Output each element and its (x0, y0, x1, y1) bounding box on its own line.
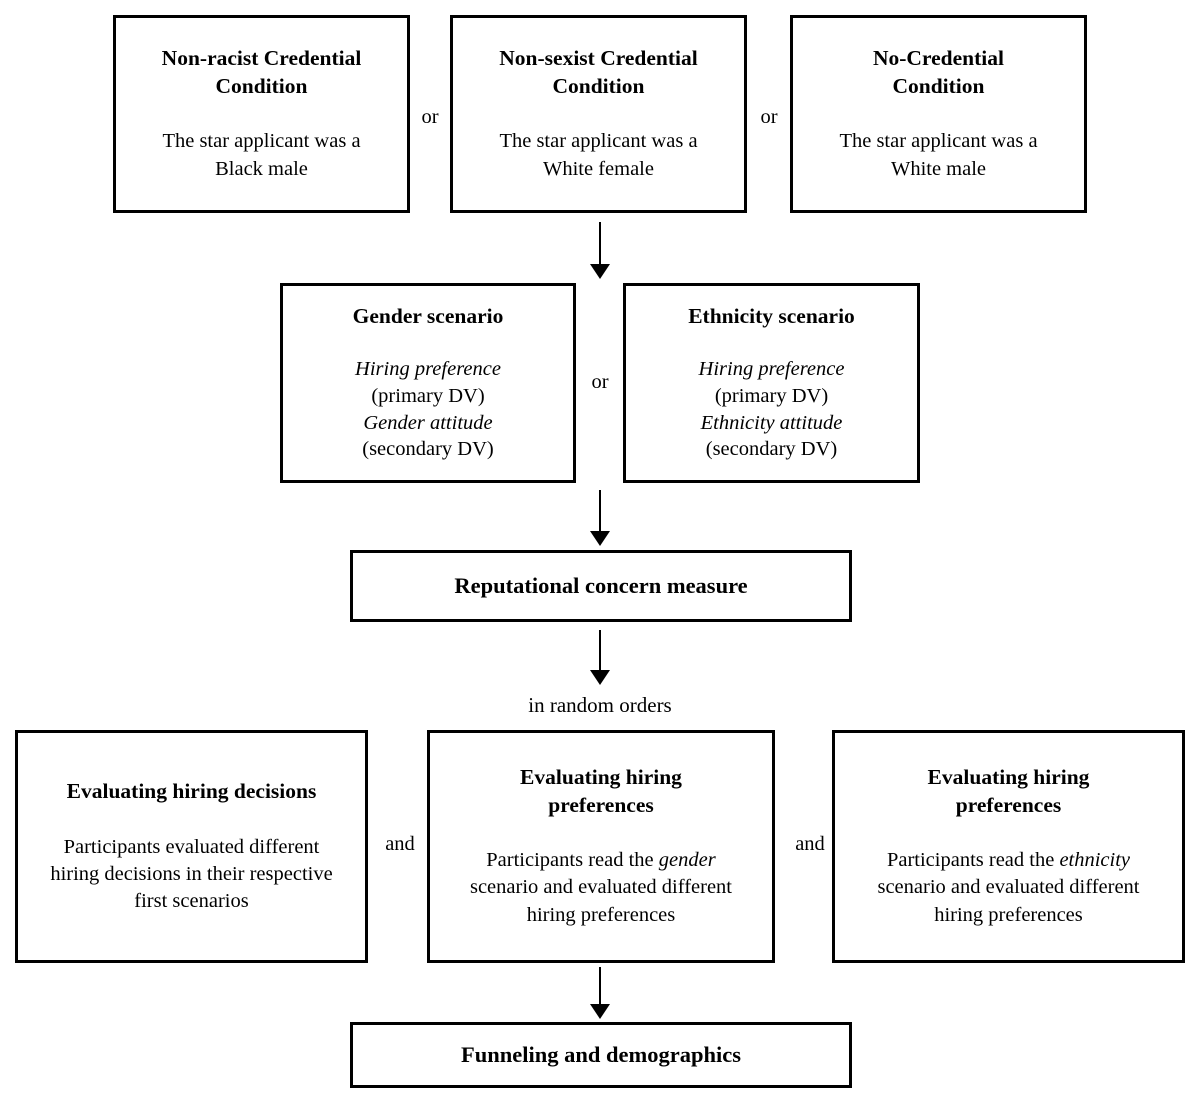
box-body: The star applicant was a White female (499, 130, 698, 180)
box-reputational-concern-measure: Reputational concern measure (350, 550, 852, 622)
box-title: Evaluating hiring preferences (927, 765, 1090, 817)
box-gender-scenario: Gender scenario Hiring preference (prima… (280, 283, 576, 483)
body-italic-text: gender (658, 849, 716, 872)
box-title: Reputational concern measure (454, 573, 748, 598)
box-non-sexist-credential-condition: Non-sexist Credential Condition The star… (450, 15, 747, 213)
arrow-down-icon (590, 630, 610, 685)
box-title: Ethnicity scenario (688, 303, 855, 328)
or-connector: or (760, 106, 778, 128)
box-funneling-and-demographics: Funneling and demographics (350, 1022, 852, 1088)
box-evaluating-hiring-decisions: Evaluating hiring decisions Participants… (15, 730, 368, 963)
random-orders-note: in random orders (528, 693, 672, 717)
box-evaluating-hiring-preferences-ethnicity: Evaluating hiring preferences Participan… (832, 730, 1185, 963)
dv-primary-label: (primary DV) (371, 385, 485, 408)
arrow-down-icon (590, 967, 610, 1019)
box-body: The star applicant was a Black male (162, 130, 361, 180)
box-title: Evaluating hiring preferences (520, 765, 682, 817)
box-evaluating-hiring-preferences-gender: Evaluating hiring preferences Participan… (427, 730, 775, 963)
dv-primary: Hiring preference (698, 358, 845, 381)
dv-secondary-label: (secondary DV) (705, 438, 838, 461)
or-connector: or (421, 106, 439, 128)
box-title: Non-sexist Credential Condition (499, 46, 698, 98)
or-connector: or (591, 371, 609, 393)
dv-list: Hiring preference (primary DV) Gender at… (355, 356, 501, 463)
dv-list: Hiring preference (primary DV) Ethnicity… (699, 356, 845, 463)
box-body: Participants read the gender scenario an… (453, 847, 749, 928)
box-no-credential-condition: No-Credential Condition The star applica… (790, 15, 1087, 213)
box-ethnicity-scenario: Ethnicity scenario Hiring preference (pr… (623, 283, 920, 483)
arrow-down-icon (590, 222, 610, 279)
box-body: The star applicant was a White male (839, 130, 1038, 180)
and-connector: and (795, 833, 825, 855)
body-text: Participants read the (486, 849, 659, 872)
box-title: Evaluating hiring decisions (66, 779, 317, 804)
dv-primary-label: (primary DV) (714, 385, 829, 408)
body-text: Participants evaluated different hiring … (50, 835, 333, 912)
arrow-down-icon (590, 490, 610, 546)
box-title: Non-racist Credential Condition (161, 46, 362, 98)
box-title: Gender scenario (352, 303, 504, 328)
body-text: scenario and evaluated different hiring … (877, 876, 1140, 926)
dv-primary: Hiring preference (355, 358, 501, 381)
box-body: Participants evaluated different hiring … (46, 834, 338, 915)
box-non-racist-credential-condition: Non-racist Credential Condition The star… (113, 15, 410, 213)
box-body: Participants read the ethnicity scenario… (861, 847, 1157, 928)
body-text: scenario and evaluated different hiring … (469, 876, 732, 926)
and-connector: and (385, 833, 415, 855)
dv-secondary-label: (secondary DV) (362, 438, 494, 461)
dv-secondary: Gender attitude (363, 411, 493, 434)
box-title: Funneling and demographics (460, 1042, 742, 1067)
body-italic-text: ethnicity (1059, 849, 1131, 872)
body-text: Participants read the (886, 849, 1060, 872)
dv-secondary: Ethnicity attitude (700, 411, 843, 434)
box-title: No-Credential Condition (873, 46, 1004, 98)
